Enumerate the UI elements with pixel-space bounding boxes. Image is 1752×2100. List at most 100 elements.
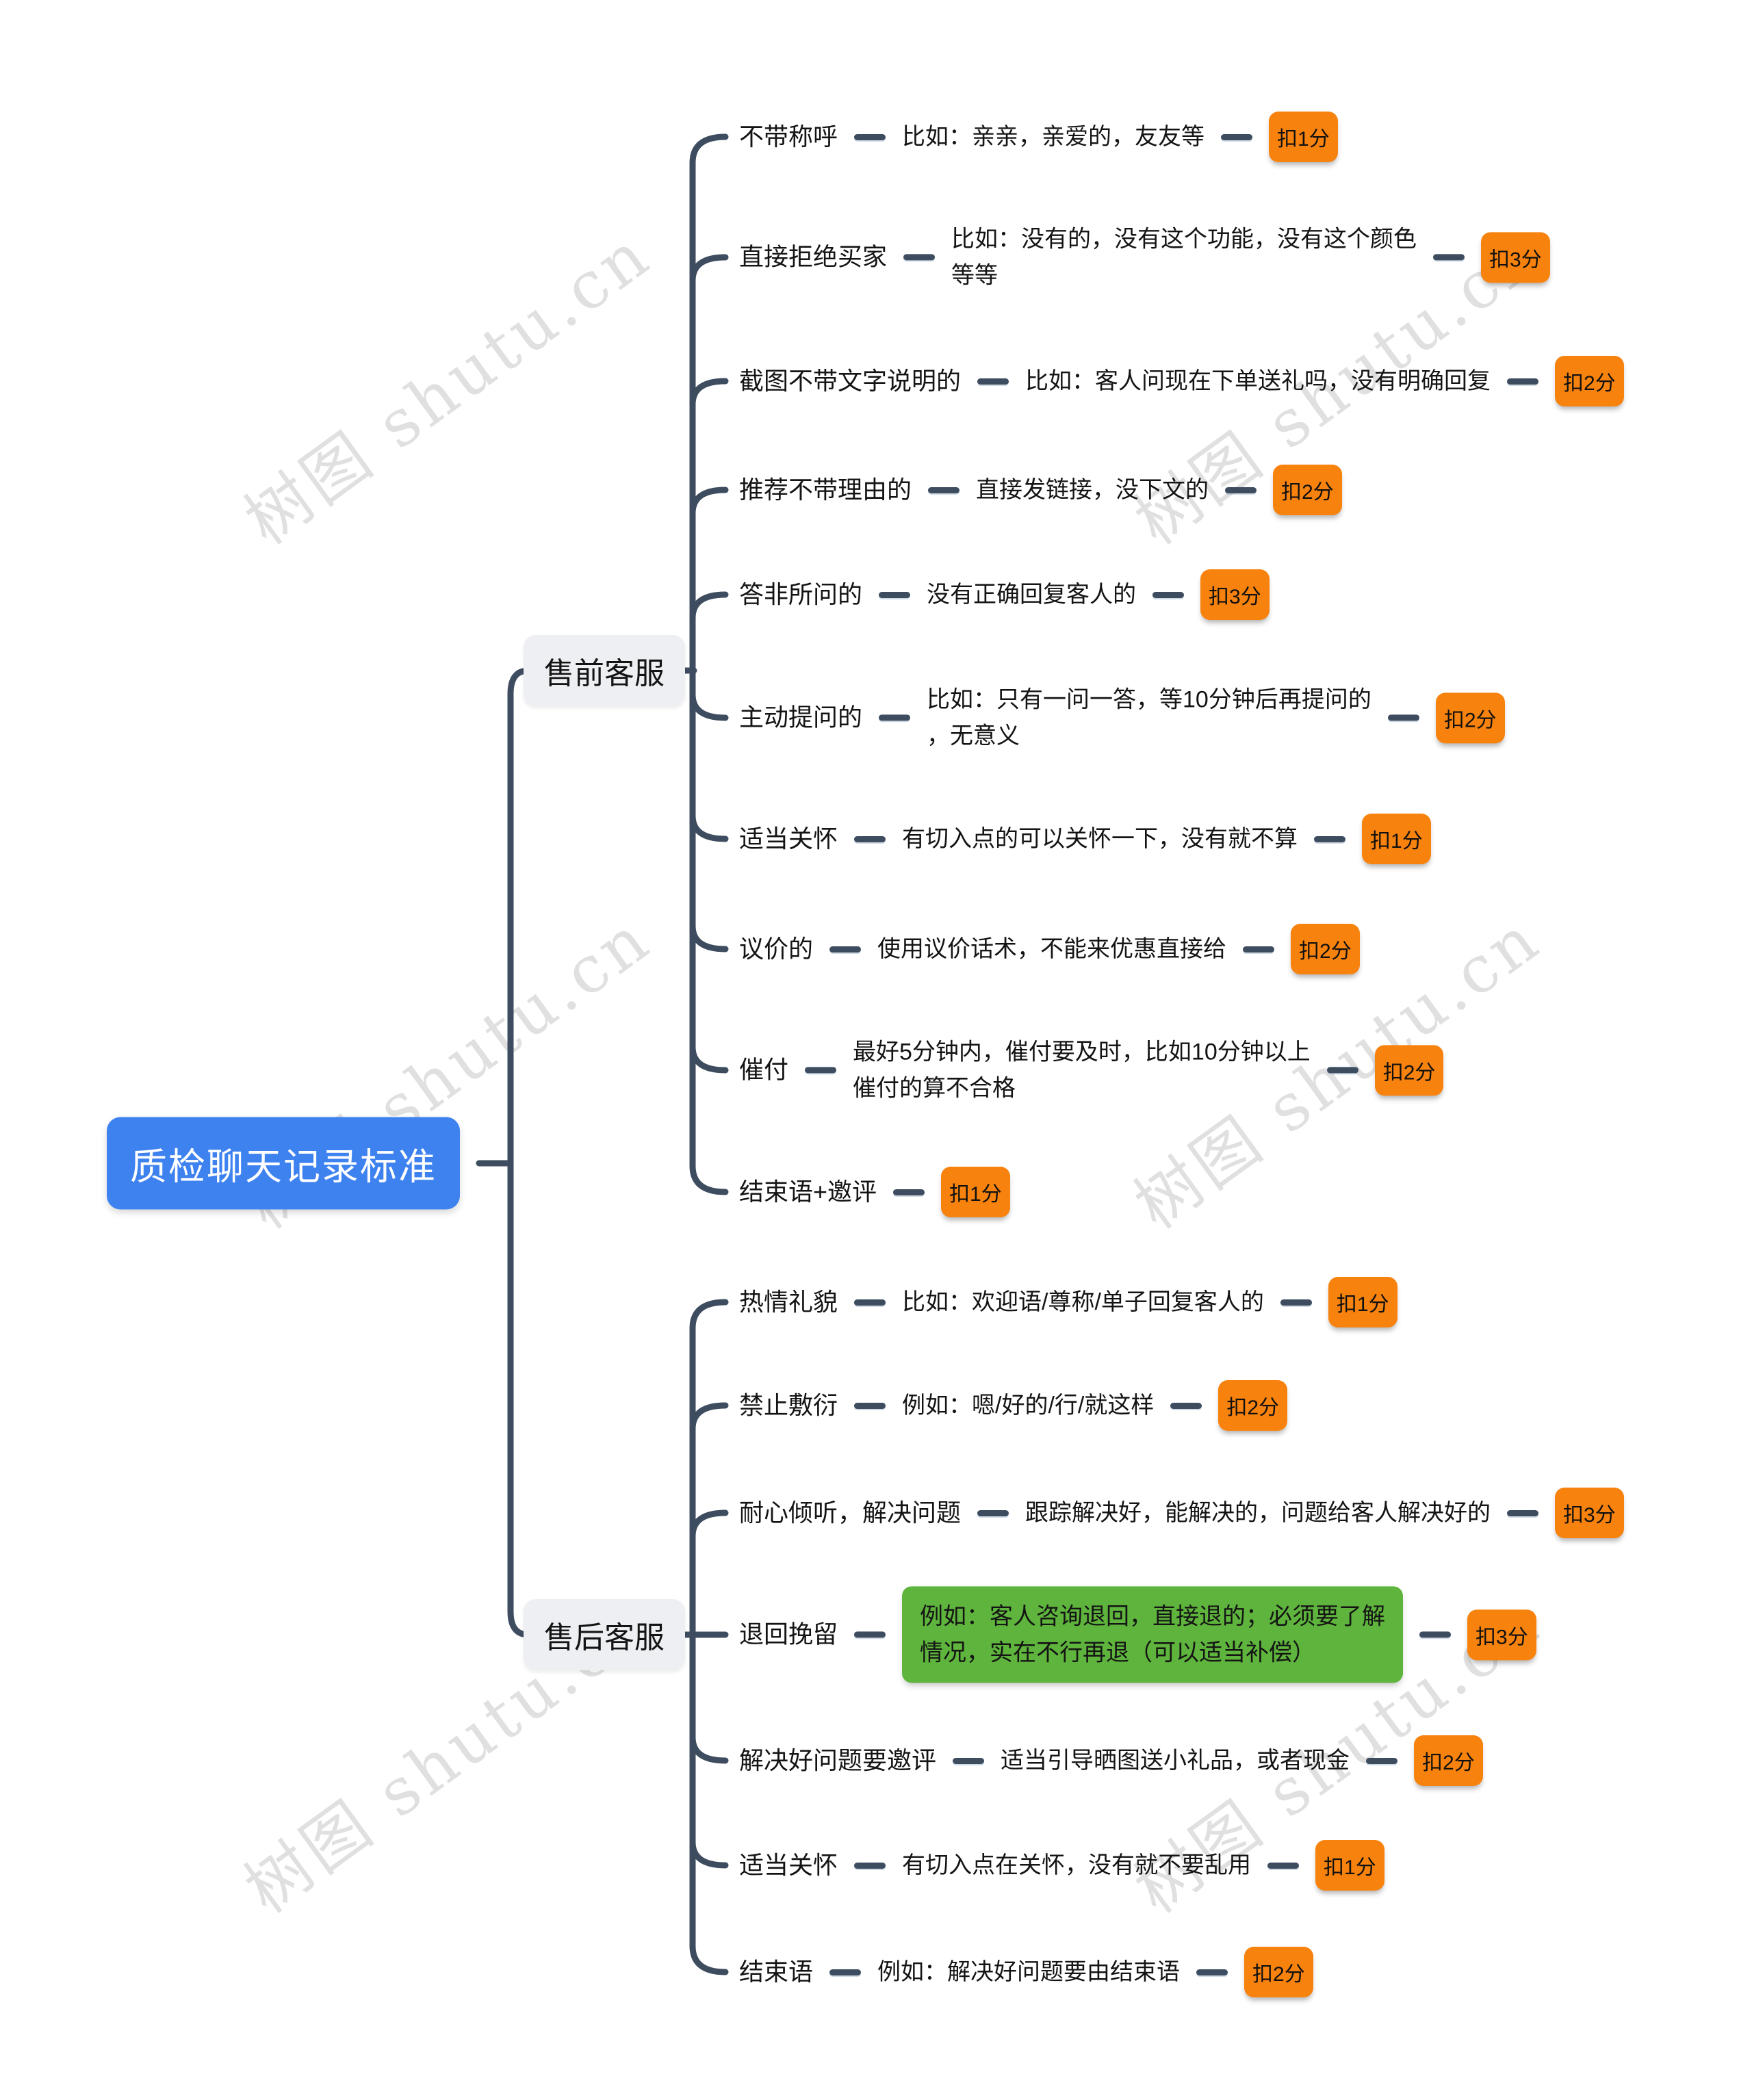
leaf-node[interactable]: 答非所问的 bbox=[739, 580, 863, 608]
edge-path bbox=[689, 1509, 729, 1540]
leaf-row: 截图不带文字说明的 比如：客人问现在下单送礼吗，没有明确回复 扣2分 bbox=[739, 356, 1624, 406]
score-badge[interactable]: 扣2分 bbox=[1291, 924, 1360, 974]
leaf-row: 适当关怀 有切入点在关怀，没有就不要乱用 扣1分 bbox=[739, 1840, 1384, 1891]
leaf-desc-node[interactable]: 直接发链接，没下文的 bbox=[976, 476, 1209, 503]
leaf-row: 热情礼貌 比如：欢迎语/尊称/单子回复客人的 扣1分 bbox=[739, 1277, 1397, 1327]
score-badge[interactable]: 扣3分 bbox=[1481, 232, 1550, 283]
connector-dash bbox=[1170, 1402, 1202, 1409]
root-node[interactable]: 质检聊天记录标准 bbox=[107, 1117, 460, 1210]
leaf-node[interactable]: 不带称呼 bbox=[739, 122, 838, 151]
leaf-node[interactable]: 适当关怀 bbox=[739, 824, 838, 853]
connector-dash bbox=[953, 1757, 985, 1764]
leaf-row: 解决好问题要邀评 适当引导晒图送小礼品，或者现金 扣2分 bbox=[739, 1735, 1483, 1786]
leaf-node[interactable]: 截图不带文字说明的 bbox=[739, 366, 962, 395]
score-badge[interactable]: 扣1分 bbox=[1269, 112, 1338, 162]
leaf-node[interactable]: 推荐不带理由的 bbox=[739, 475, 912, 504]
branch-node-presale[interactable]: 售前客服 bbox=[524, 635, 685, 706]
leaf-desc-node[interactable]: 例如：解决好问题要由结束语 bbox=[877, 1958, 1181, 1985]
connector-dash bbox=[854, 133, 886, 140]
score-badge[interactable]: 扣3分 bbox=[1467, 1609, 1536, 1660]
edge-path bbox=[689, 487, 729, 517]
edge-path bbox=[507, 667, 532, 1638]
edge-path bbox=[689, 1734, 729, 1764]
score-badge[interactable]: 扣2分 bbox=[1218, 1380, 1288, 1431]
connector-dash bbox=[829, 1969, 862, 1975]
leaf-desc-node[interactable]: 使用议价话术，不能来优惠直接给 bbox=[877, 935, 1227, 962]
connector-dash bbox=[1221, 133, 1253, 140]
leaf-desc-node[interactable]: 比如：客人问现在下单送礼吗，没有明确回复 bbox=[1025, 367, 1491, 394]
leaf-desc-node[interactable]: 有切入点的可以关怀一下，没有就不算 bbox=[902, 825, 1298, 852]
leaf-node[interactable]: 主动提问的 bbox=[739, 703, 863, 731]
connector-dash bbox=[977, 1509, 1009, 1516]
score-badge[interactable]: 扣2分 bbox=[1435, 692, 1505, 743]
connector-dash bbox=[1196, 1969, 1228, 1975]
leaf-node[interactable]: 退回挽留 bbox=[739, 1620, 838, 1648]
leaf-desc-node[interactable]: 没有正确回复客人的 bbox=[927, 581, 1137, 608]
connector-dash bbox=[1243, 946, 1275, 952]
score-badge[interactable]: 扣1分 bbox=[941, 1167, 1010, 1217]
score-badge[interactable]: 扣1分 bbox=[1328, 1277, 1397, 1327]
leaf-node[interactable]: 禁止敷衍 bbox=[739, 1390, 838, 1419]
leaf-node[interactable]: 催付 bbox=[739, 1055, 789, 1084]
leaf-row: 耐心倾听，解决问题 跟踪解决好，能解决的，问题给客人解决好的 扣3分 bbox=[739, 1488, 1624, 1538]
connector-dash bbox=[854, 1402, 886, 1409]
leaf-node[interactable]: 结束语 bbox=[739, 1957, 814, 1986]
connector-dash bbox=[1387, 714, 1419, 721]
leaf-desc-node[interactable]: 跟踪解决好，能解决的，问题给客人解决好的 bbox=[1025, 1499, 1491, 1526]
connector-dash bbox=[879, 591, 911, 598]
score-badge[interactable]: 扣2分 bbox=[1244, 1947, 1313, 1997]
leaf-row: 禁止敷衍 例如：嗯/好的/行/就这样 扣2分 bbox=[739, 1380, 1288, 1431]
connector-dash bbox=[854, 1631, 886, 1638]
leaf-node[interactable]: 耐心倾听，解决问题 bbox=[739, 1498, 962, 1527]
edge-path bbox=[689, 133, 729, 1195]
leaf-row: 不带称呼 比如：亲亲，亲爱的，友友等 扣1分 bbox=[739, 112, 1338, 162]
leaf-row: 直接拒绝买家 比如：没有的，没有这个功能，没有这个颜色 等等 扣3分 bbox=[739, 221, 1550, 293]
score-badge[interactable]: 扣3分 bbox=[1200, 569, 1270, 620]
leaf-desc-node[interactable]: 例如：嗯/好的/行/就这样 bbox=[902, 1392, 1155, 1418]
edge-path bbox=[689, 922, 729, 952]
leaf-row: 结束语 例如：解决好问题要由结束语 扣2分 bbox=[739, 1947, 1313, 1997]
edge-path bbox=[689, 254, 729, 284]
score-badge[interactable]: 扣2分 bbox=[1555, 356, 1624, 406]
leaf-desc-node[interactable]: 最好5分钟内，催付要及时，比如10分钟以上 催付的算不合格 bbox=[853, 1039, 1311, 1101]
leaf-node[interactable]: 结束语+邀评 bbox=[739, 1177, 877, 1206]
connector-dash bbox=[854, 835, 886, 842]
connector-dash bbox=[1152, 591, 1185, 598]
connector-dash bbox=[1507, 1509, 1539, 1516]
leaf-node[interactable]: 解决好问题要邀评 bbox=[739, 1746, 937, 1774]
leaf-node[interactable]: 直接拒绝买家 bbox=[739, 242, 888, 271]
leaf-node[interactable]: 热情礼貌 bbox=[739, 1287, 838, 1316]
connector-dash bbox=[1433, 254, 1465, 261]
leaf-row: 答非所问的 没有正确回复客人的 扣3分 bbox=[739, 569, 1270, 620]
branch-node-aftersale[interactable]: 售后客服 bbox=[524, 1599, 685, 1670]
leaf-desc-node[interactable]: 适当引导晒图送小礼品，或者现金 bbox=[1001, 1747, 1350, 1774]
connector-dash bbox=[893, 1189, 925, 1195]
score-badge[interactable]: 扣1分 bbox=[1362, 814, 1431, 864]
leaf-desc-node[interactable]: 比如：欢迎语/尊称/单子回复客人的 bbox=[902, 1288, 1264, 1315]
leaf-note-green[interactable]: 例如：客人咨询退回，直接退的；必须要了解 情况，实在不行再退（可以适当补偿） bbox=[902, 1586, 1404, 1683]
leaf-desc-node[interactable]: 比如：只有一问一答，等10分钟后再提问的 ，无意义 bbox=[927, 686, 1371, 749]
leaf-row: 推荐不带理由的 直接发链接，没下文的 扣2分 bbox=[739, 465, 1342, 515]
connector-dash bbox=[1507, 378, 1539, 385]
score-badge[interactable]: 扣2分 bbox=[1414, 1735, 1483, 1786]
connector-dash bbox=[854, 1299, 886, 1306]
leaf-desc-node[interactable]: 比如：没有的，没有这个功能，没有这个颜色 等等 bbox=[951, 226, 1417, 288]
score-badge[interactable]: 扣1分 bbox=[1315, 1840, 1384, 1891]
connector-dash bbox=[1225, 487, 1257, 493]
leaf-row: 适当关怀 有切入点的可以关怀一下，没有就不算 扣1分 bbox=[739, 814, 1431, 864]
score-badge[interactable]: 扣2分 bbox=[1374, 1045, 1444, 1096]
leaf-node[interactable]: 议价的 bbox=[739, 934, 814, 963]
connector-dash bbox=[977, 378, 1009, 385]
connector-dash bbox=[1267, 1862, 1300, 1869]
leaf-desc-node[interactable]: 有切入点在关怀，没有就不要乱用 bbox=[902, 1852, 1252, 1878]
connector-dash bbox=[928, 487, 960, 493]
score-badge[interactable]: 扣3分 bbox=[1555, 1488, 1624, 1538]
connector-dash bbox=[1326, 1067, 1358, 1074]
connector-dash bbox=[1280, 1299, 1312, 1306]
connector-dash bbox=[854, 1862, 886, 1869]
connector-dash bbox=[879, 714, 911, 721]
leaf-node[interactable]: 适当关怀 bbox=[739, 1850, 838, 1879]
score-badge[interactable]: 扣2分 bbox=[1273, 465, 1342, 515]
leaf-desc-node[interactable]: 比如：亲亲，亲爱的，友友等 bbox=[902, 123, 1205, 150]
